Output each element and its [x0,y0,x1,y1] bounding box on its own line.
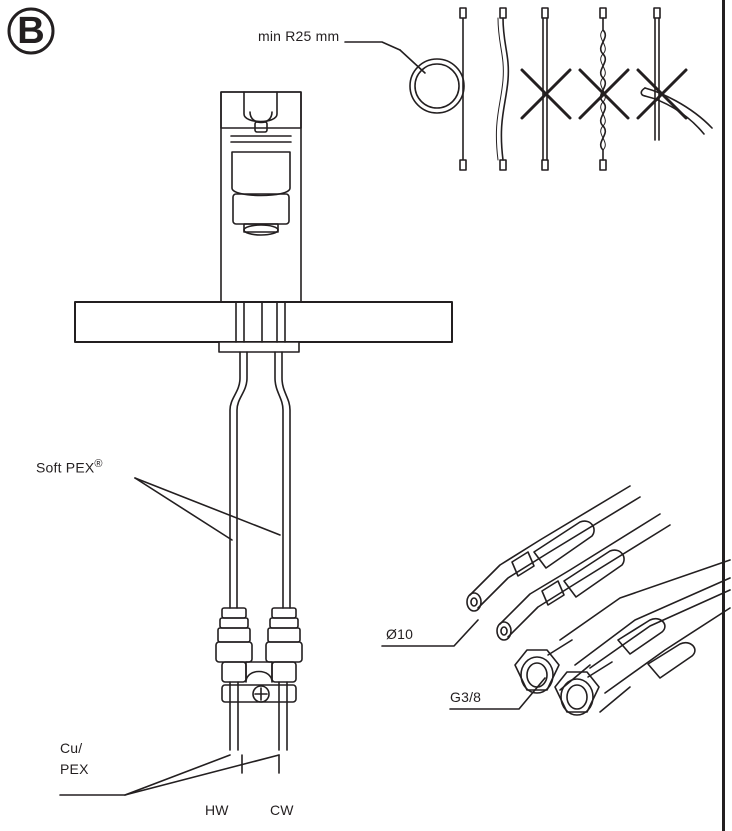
soft-pex-hoses [134,351,291,609]
g38-nuts-detail [449,559,731,716]
hose-kinked [520,7,572,171]
cold-water-label: CW [270,802,294,818]
faucet [74,91,453,353]
hose-coiled [344,7,467,171]
hose-curved [495,7,510,171]
hot-water-label: HW [205,802,229,818]
hose-ends-detail [381,485,671,647]
thread-size-label: G3/8 [450,689,482,705]
panel-divider [722,0,725,831]
diameter-label: Ø10 [386,626,414,642]
hose-twisted [578,7,630,171]
registered-mark: ® [94,458,103,470]
soft-pex-text: Soft PEX [36,459,95,476]
hose-cut [636,7,713,141]
pipe-material-label-line2: PEX [60,761,89,777]
soft-pex-label: Soft PEX® [36,456,103,477]
bend-radius-label: min R25 mm [258,28,340,44]
hose-handling-examples [344,7,713,171]
panel-badge-circle [7,7,55,55]
panel-letter: B [17,10,45,52]
angle-valves [59,607,303,796]
pipe-material-label-line1: Cu/ [60,740,83,756]
